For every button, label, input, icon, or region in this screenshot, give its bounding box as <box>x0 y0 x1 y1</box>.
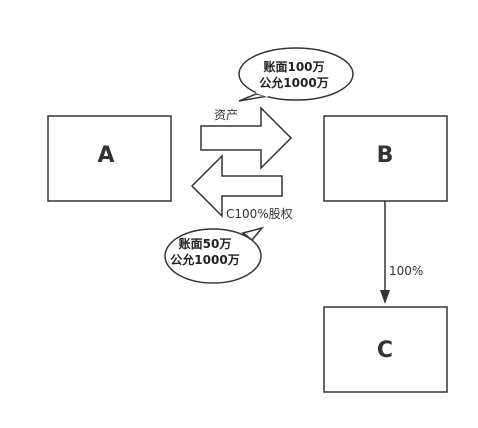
node-b: B <box>323 115 448 202</box>
equity-transfer-arrow <box>190 154 283 218</box>
ownership-arrowhead <box>380 290 390 304</box>
bubble-bottom-shape <box>164 228 262 284</box>
equity-arrow-label: C100%股权 <box>226 207 293 221</box>
node-b-label: B <box>377 143 394 168</box>
bubble-top: 账面100万 公允1000万 <box>238 47 354 102</box>
bubble-top-shape <box>238 47 354 101</box>
node-c-label: C <box>377 338 393 363</box>
node-a-label: A <box>97 143 114 168</box>
bubble-bottom: 账面50万 公允1000万 <box>164 226 265 284</box>
node-c: C <box>323 306 448 393</box>
node-c-box <box>323 306 448 393</box>
bubble-bottom-line1: 账面50万 <box>179 237 232 251</box>
bubble-top-line2: 公允1000万 <box>259 75 328 90</box>
node-a-box <box>47 115 172 202</box>
asset-arrow-label: 资产 <box>214 108 238 122</box>
node-b-box <box>323 115 448 202</box>
node-a: A <box>47 115 172 202</box>
asset-transfer-arrow <box>200 106 293 170</box>
bubble-top-line1: 账面100万 <box>263 60 324 74</box>
bubble-bottom-line2: 公允1000万 <box>170 252 239 267</box>
ownership-label: 100% <box>389 264 423 278</box>
